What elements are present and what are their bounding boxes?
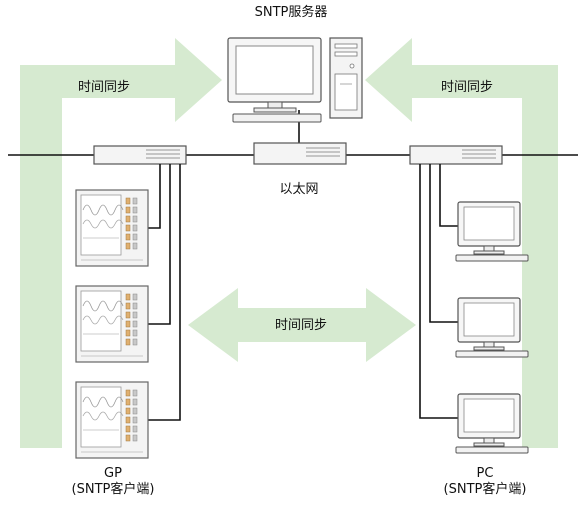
pc-client-label: PC (SNTP客户端) (444, 466, 527, 498)
pc-wires (419, 164, 458, 419)
hub-left-icon (93, 145, 187, 165)
pc-role: (SNTP客户端) (443, 482, 527, 497)
sync-arrows (20, 38, 558, 448)
server-label: SNTP服务器 (254, 5, 328, 20)
sync-arrow-center (188, 288, 416, 362)
pc-computer-icon (455, 297, 529, 358)
pc-name: PC (476, 466, 494, 481)
sync-arrow-left (20, 38, 222, 448)
gp-wires (148, 164, 181, 421)
hub-right-icon (409, 145, 503, 165)
sync-arrow-right (365, 38, 558, 448)
pc-computer-icon (455, 201, 529, 262)
pc-computer-icon (455, 393, 529, 454)
pc-devices (455, 201, 529, 454)
ethernet-label: 以太网 (279, 182, 319, 197)
gp-devices (75, 189, 149, 459)
server-computer-icon (227, 37, 363, 123)
gp-client-label: GP (SNTP客户端) (72, 466, 155, 498)
gp-role: (SNTP客户端) (71, 482, 155, 497)
gp-recorder-icon (75, 285, 149, 363)
sync-label-left: 时间同步 (78, 80, 131, 95)
hub-center-icon (253, 142, 347, 165)
gp-recorder-icon (75, 189, 149, 267)
ethernet-backbone (8, 110, 578, 156)
sync-label-right: 时间同步 (441, 80, 494, 95)
gp-name: GP (104, 466, 122, 481)
sync-label-center: 时间同步 (274, 318, 328, 333)
gp-recorder-icon (75, 381, 149, 459)
